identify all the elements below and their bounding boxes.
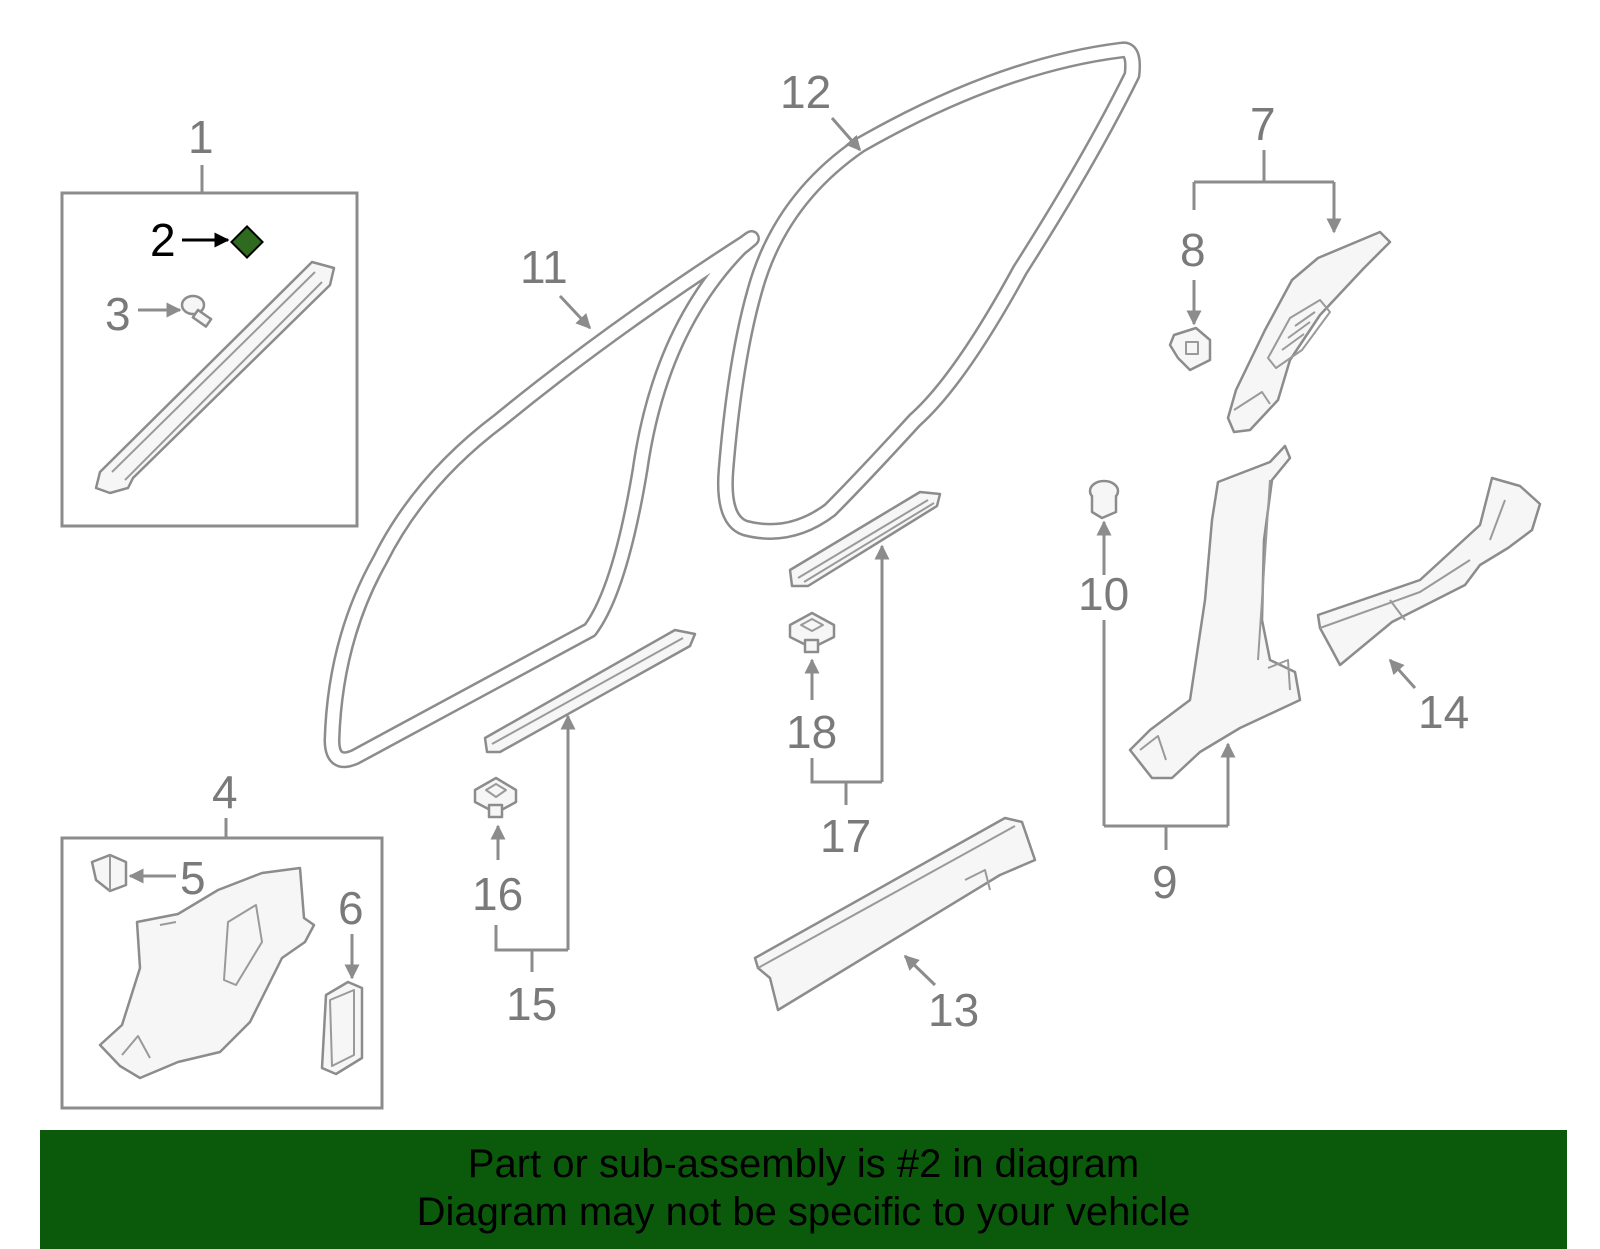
part-7-pillar-trim[interactable] (1226, 230, 1392, 434)
part-14-rear-trim[interactable] (1316, 476, 1542, 667)
callout-15: 15 (506, 978, 557, 1030)
group-4-box (60, 836, 384, 1110)
callout-3: 3 (105, 288, 131, 340)
callout-2: 2 (150, 214, 176, 266)
part-11-door-seal[interactable] (323, 230, 760, 769)
part-9-pillar-trim[interactable] (1128, 444, 1302, 780)
callout-17: 17 (820, 810, 871, 862)
part-8-clip[interactable] (1168, 326, 1212, 372)
callout-18: 18 (786, 706, 837, 758)
part-16-clip[interactable] (473, 776, 518, 819)
callout-1: 1 (188, 111, 214, 163)
callout-14: 14 (1418, 686, 1469, 738)
part-13-rocker-trim[interactable] (753, 816, 1037, 1012)
callout-13: 13 (928, 984, 979, 1036)
callout-11: 11 (520, 241, 568, 293)
callout-8: 8 (1180, 224, 1206, 276)
part-18-clip[interactable] (788, 611, 836, 654)
callout-6: 6 (338, 882, 364, 934)
callout-9: 9 (1152, 856, 1178, 908)
callout-7: 7 (1250, 98, 1276, 150)
part-3-screw[interactable] (180, 294, 213, 328)
group-1: 1 2 3 (60, 111, 359, 528)
part-6-cover[interactable] (320, 980, 364, 1076)
banner-line-2: Diagram may not be specific to your vehi… (416, 1190, 1191, 1234)
part-10-clip[interactable] (1088, 479, 1120, 520)
banner-line-1: Part or sub-assembly is #2 in diagram (467, 1142, 1140, 1186)
group-1-box (60, 191, 359, 528)
info-banner: Part or sub-assembly is #2 in diagram Di… (40, 1130, 1567, 1249)
callout-10: 10 (1078, 568, 1129, 620)
callout-12: 12 (780, 66, 831, 118)
part-15-scuff-plate[interactable] (483, 628, 697, 754)
part-4-quarter-trim[interactable] (98, 866, 316, 1080)
callout-16: 16 (472, 868, 523, 920)
part-5-clip[interactable] (90, 853, 128, 893)
part-12-door-seal[interactable] (716, 41, 1141, 540)
part-1-pillar-trim[interactable] (94, 260, 336, 495)
parts-diagram: 1 2 3 4 5 6 (60, 41, 1542, 1110)
part-17-scuff-plate[interactable] (788, 490, 942, 588)
callout-5: 5 (180, 852, 206, 904)
callout-4: 4 (212, 766, 238, 818)
part-2-highlight-clip[interactable] (230, 225, 264, 259)
group-4: 4 5 6 (60, 766, 384, 1110)
